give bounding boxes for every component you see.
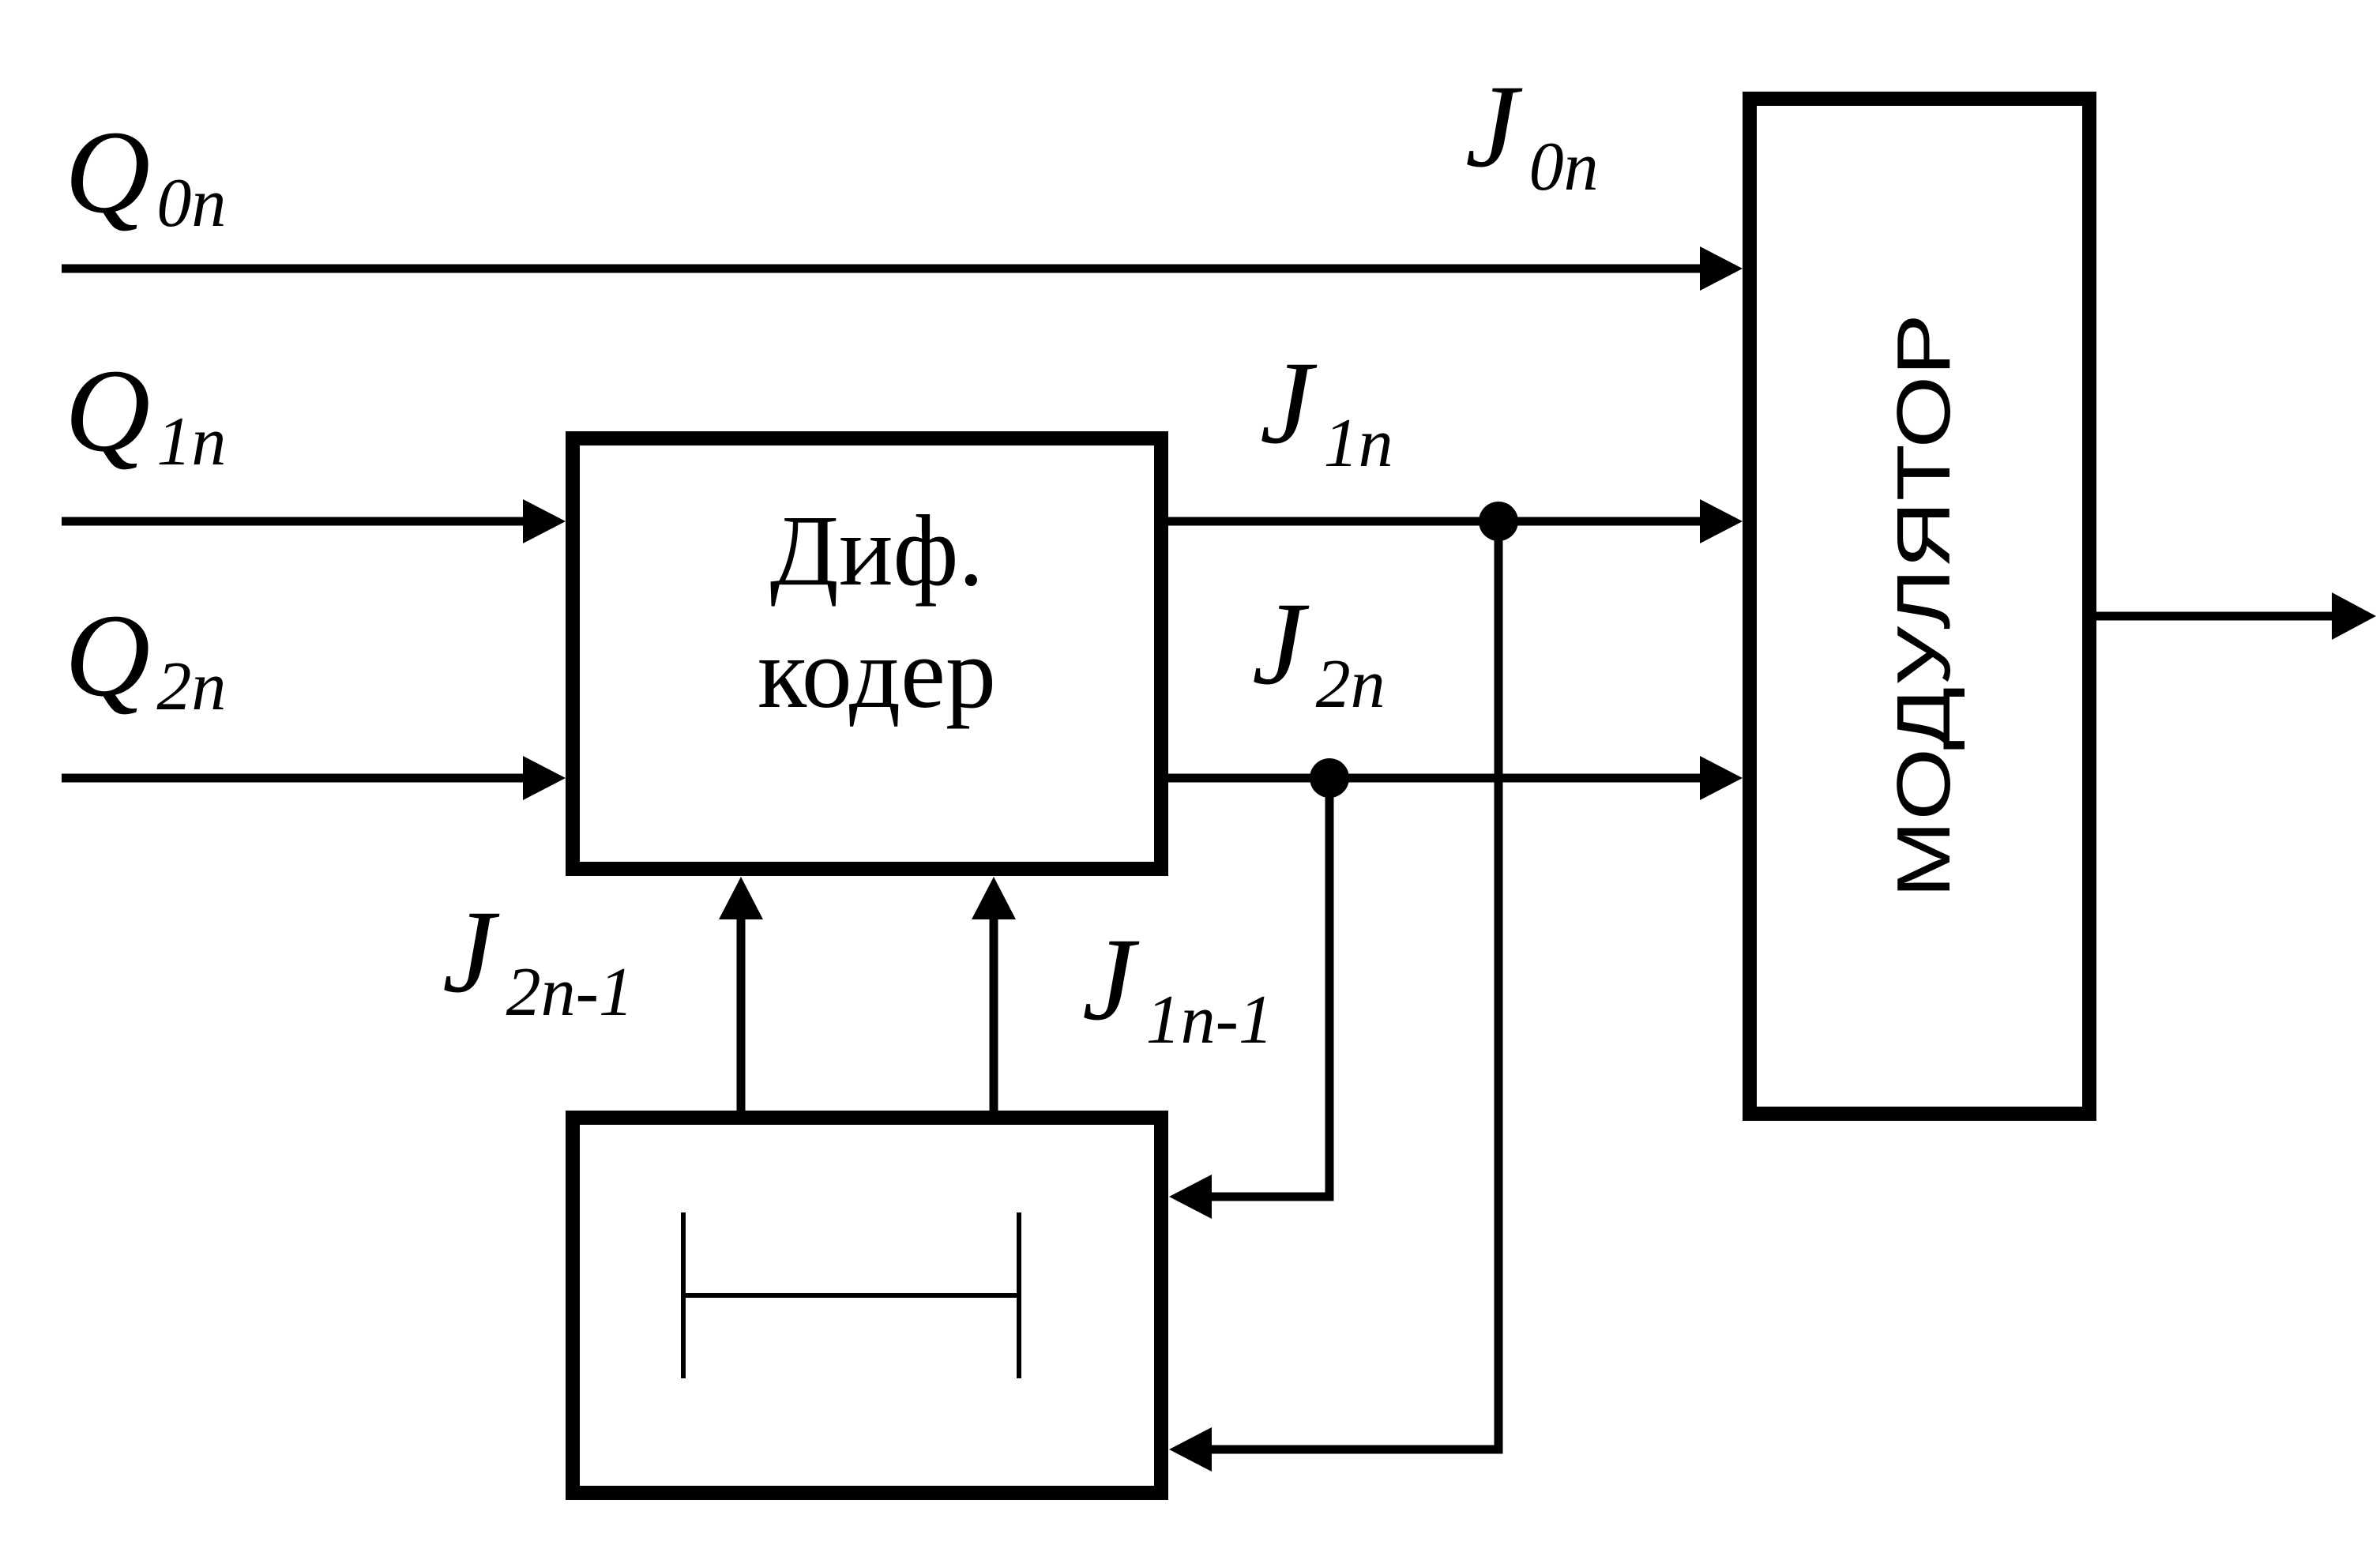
wire-modulator-output <box>2096 592 2376 640</box>
modulator-block <box>1743 92 2096 1121</box>
diff-encoder-block <box>566 431 1168 876</box>
arrowhead <box>523 499 566 543</box>
arrowhead <box>1700 499 1743 543</box>
label-q1n: Q1n <box>65 345 226 480</box>
arrowhead <box>1169 1427 1212 1472</box>
arrowhead <box>972 877 1016 919</box>
junction-j2 <box>1310 758 1349 798</box>
arrowhead <box>1700 246 1743 291</box>
arrowhead <box>1700 756 1743 800</box>
junction-j1 <box>1479 502 1518 541</box>
label-q2n: Q2n <box>65 590 226 725</box>
wire-j2prev-to-encoder <box>719 877 763 1111</box>
wire-q2-to-encoder <box>62 756 566 800</box>
wire-j2-feedback <box>1169 778 1334 1219</box>
wire-j1prev-to-encoder <box>972 877 1016 1111</box>
wire-j2-to-modulator <box>1168 756 1743 800</box>
modulator-label: МОДУЛЯТОР <box>1882 314 1966 898</box>
label-q0n: Q0n <box>65 107 226 242</box>
delay-symbol <box>681 1212 1021 1378</box>
wire-q1-to-encoder <box>62 499 566 543</box>
encoder-label-line1: Диф. <box>770 494 984 607</box>
encoder-label-line2: кодер <box>758 617 996 729</box>
wire-j1-to-modulator <box>1168 499 1743 543</box>
arrowhead <box>719 877 763 919</box>
arrowhead <box>523 756 566 800</box>
wire-j1-feedback <box>1169 521 1503 1472</box>
arrowhead <box>2332 592 2376 640</box>
wire-q0-to-modulator <box>62 246 1743 291</box>
delay-block <box>566 1111 1168 1500</box>
arrowhead <box>1169 1175 1212 1219</box>
